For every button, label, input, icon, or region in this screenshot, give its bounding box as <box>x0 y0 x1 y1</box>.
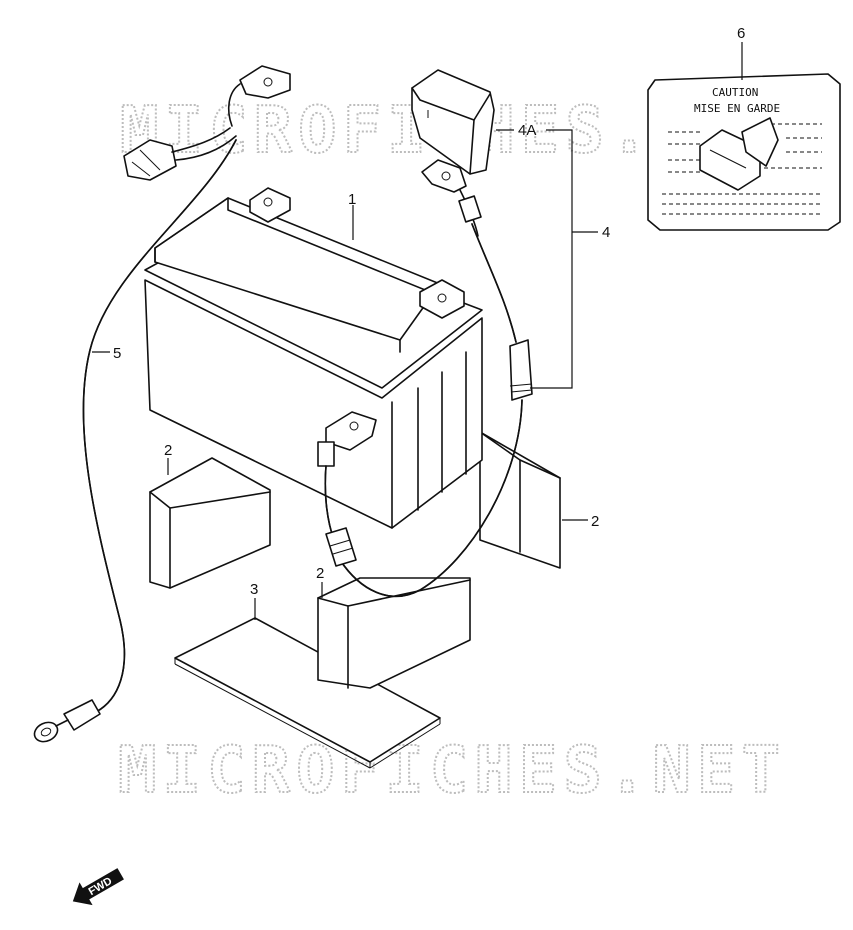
leader-lines <box>92 42 743 620</box>
negative-lead-short <box>317 411 377 567</box>
callout-5: 5 <box>113 345 121 362</box>
part-5-ground-lead <box>33 65 291 743</box>
part-2-cushion-right <box>479 431 561 569</box>
callout-2-right: 2 <box>591 513 599 530</box>
fwd-label: FWD <box>87 875 115 898</box>
part-4-positive-lead <box>339 159 533 598</box>
caution-subtitle: MISE EN GARDE <box>694 102 780 115</box>
callout-4a: 4A <box>518 122 536 139</box>
part-2-cushion-bottom <box>317 577 471 689</box>
watermark-bottom: MICROFICHES.NET <box>118 734 786 808</box>
callout-2-left: 2 <box>164 442 172 459</box>
callout-4: 4 <box>602 224 610 241</box>
part-1-battery <box>144 187 483 529</box>
fwd-arrow-icon: FWD <box>72 868 124 906</box>
caution-title: CAUTION <box>712 86 758 99</box>
part-2-cushion-left <box>149 457 271 589</box>
callout-6: 6 <box>737 25 745 42</box>
part-4a-terminal-cap <box>411 69 495 175</box>
callout-2-bottom: 2 <box>316 565 324 582</box>
callout-1: 1 <box>348 191 356 208</box>
callout-3: 3 <box>250 581 258 598</box>
part-3-battery-pad <box>174 617 441 769</box>
callouts: 1 2 2 2 3 4 4A 5 6 <box>113 25 745 598</box>
part-6-caution-label: CAUTION MISE EN GARDE <box>647 73 841 231</box>
